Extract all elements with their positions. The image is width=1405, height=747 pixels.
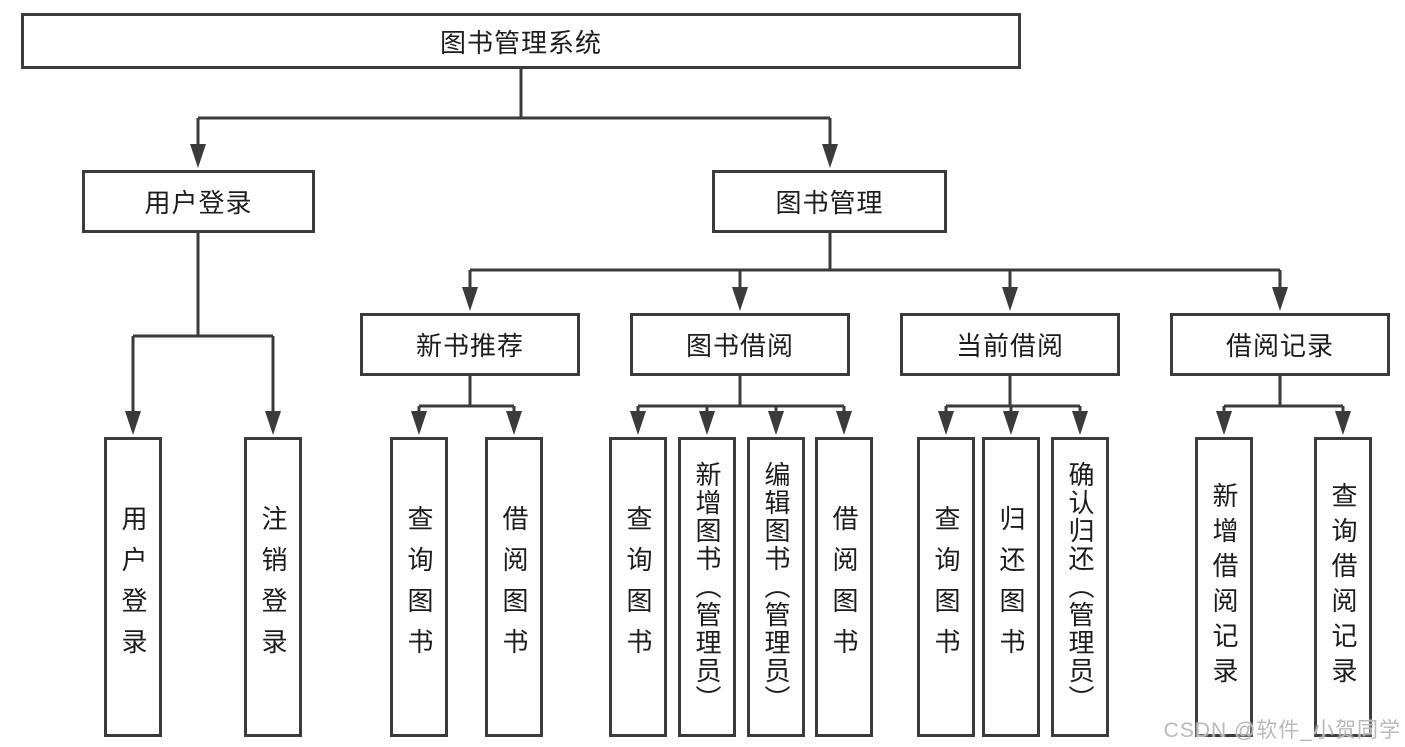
arrowheads — [125, 144, 1351, 435]
node-new-book-recommend-label: 新书推荐 — [415, 331, 524, 361]
node-book-borrow-label: 图书借阅 — [685, 331, 794, 361]
leaf-query-borrow-record: 查询借阅记录 — [1314, 437, 1372, 737]
node-user-login-label: 用户登录 — [144, 188, 253, 218]
leaf-add-book-admin: 新增图书（管理员） — [678, 437, 736, 737]
node-book-borrow: 图书借阅 — [630, 313, 850, 376]
leaf-confirm-return-admin: 确认归还（管理员） — [1051, 437, 1109, 737]
leaf-query-borrow-record-label: 查询借阅记录 — [1328, 482, 1358, 692]
node-user-login: 用户登录 — [82, 170, 315, 233]
leaf-borrow-book: 借阅图书 — [815, 437, 873, 737]
leaf-query-book-current: 查询图书 — [917, 437, 975, 737]
node-current-borrow: 当前借阅 — [900, 313, 1120, 376]
leaf-query-book-recommend-label: 查询图书 — [404, 505, 434, 669]
watermark: CSDN @软件_小贺同学 — [1163, 719, 1401, 742]
leaf-borrow-book-recommend-label: 借阅图书 — [499, 505, 529, 669]
leaf-edit-book-admin: 编辑图书（管理员） — [747, 437, 805, 737]
leaf-query-book-borrow: 查询图书 — [609, 437, 667, 737]
leaf-logout: 注销登录 — [244, 437, 302, 737]
leaf-edit-book-admin-label: 编辑图书（管理员） — [761, 461, 791, 713]
leaf-add-borrow-record: 新增借阅记录 — [1195, 437, 1253, 737]
node-new-book-recommend: 新书推荐 — [360, 313, 580, 376]
node-current-borrow-label: 当前借阅 — [955, 331, 1064, 361]
node-root: 图书管理系统 — [21, 13, 1021, 69]
leaf-return-book-label: 归还图书 — [996, 505, 1026, 669]
leaf-user-login: 用户登录 — [104, 437, 162, 737]
leaf-query-book-recommend: 查询图书 — [390, 437, 448, 737]
leaf-user-login-label: 用户登录 — [118, 505, 148, 669]
leaf-borrow-book-recommend: 借阅图书 — [485, 437, 543, 737]
leaf-query-book-current-label: 查询图书 — [931, 505, 961, 669]
node-borrow-records: 借阅记录 — [1170, 313, 1390, 376]
node-book-management: 图书管理 — [712, 170, 947, 233]
node-borrow-records-label: 借阅记录 — [1225, 331, 1334, 361]
leaf-logout-label: 注销登录 — [258, 505, 288, 669]
leaf-confirm-return-admin-label: 确认归还（管理员） — [1065, 461, 1095, 713]
node-root-label: 图书管理系统 — [439, 27, 602, 58]
leaf-add-book-admin-label: 新增图书（管理员） — [692, 461, 722, 713]
node-book-management-label: 图书管理 — [775, 188, 884, 218]
leaf-return-book: 归还图书 — [982, 437, 1040, 737]
leaf-add-borrow-record-label: 新增借阅记录 — [1209, 482, 1239, 692]
leaf-query-book-borrow-label: 查询图书 — [623, 505, 653, 669]
leaf-borrow-book-label: 借阅图书 — [829, 505, 859, 669]
connector-paths — [131, 69, 1345, 414]
